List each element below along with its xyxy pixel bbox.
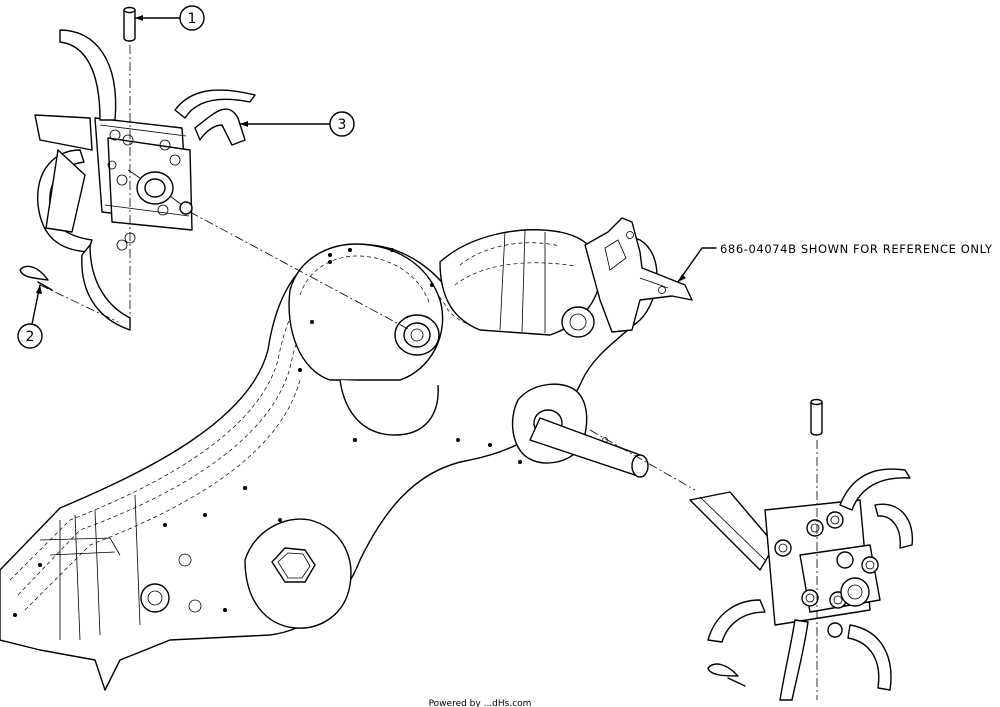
footer-text: Powered by ...dHs.com [429, 699, 532, 707]
assembly-axis-line [189, 211, 411, 331]
reference-note-text: 686-04074B SHOWN FOR REFERENCE ONLY [720, 242, 993, 256]
upper-tine-assembly [34, 28, 256, 331]
callout-1: 1 [134, 5, 205, 31]
lower-tine-assembly [689, 398, 914, 701]
callout-2: 2 [17, 284, 43, 349]
callout-3: 3 [239, 111, 355, 137]
transmission-housing [0, 217, 693, 691]
hairpin-clip [19, 265, 119, 323]
clevis-pin [123, 6, 136, 42]
callout-1-number: 1 [188, 11, 197, 27]
reference-note: 686-04074B SHOWN FOR REFERENCE ONLY [677, 242, 993, 283]
callout-3-number: 3 [338, 117, 347, 133]
callout-2-number: 2 [26, 329, 35, 345]
assembly-axis-line-lower [589, 429, 696, 491]
